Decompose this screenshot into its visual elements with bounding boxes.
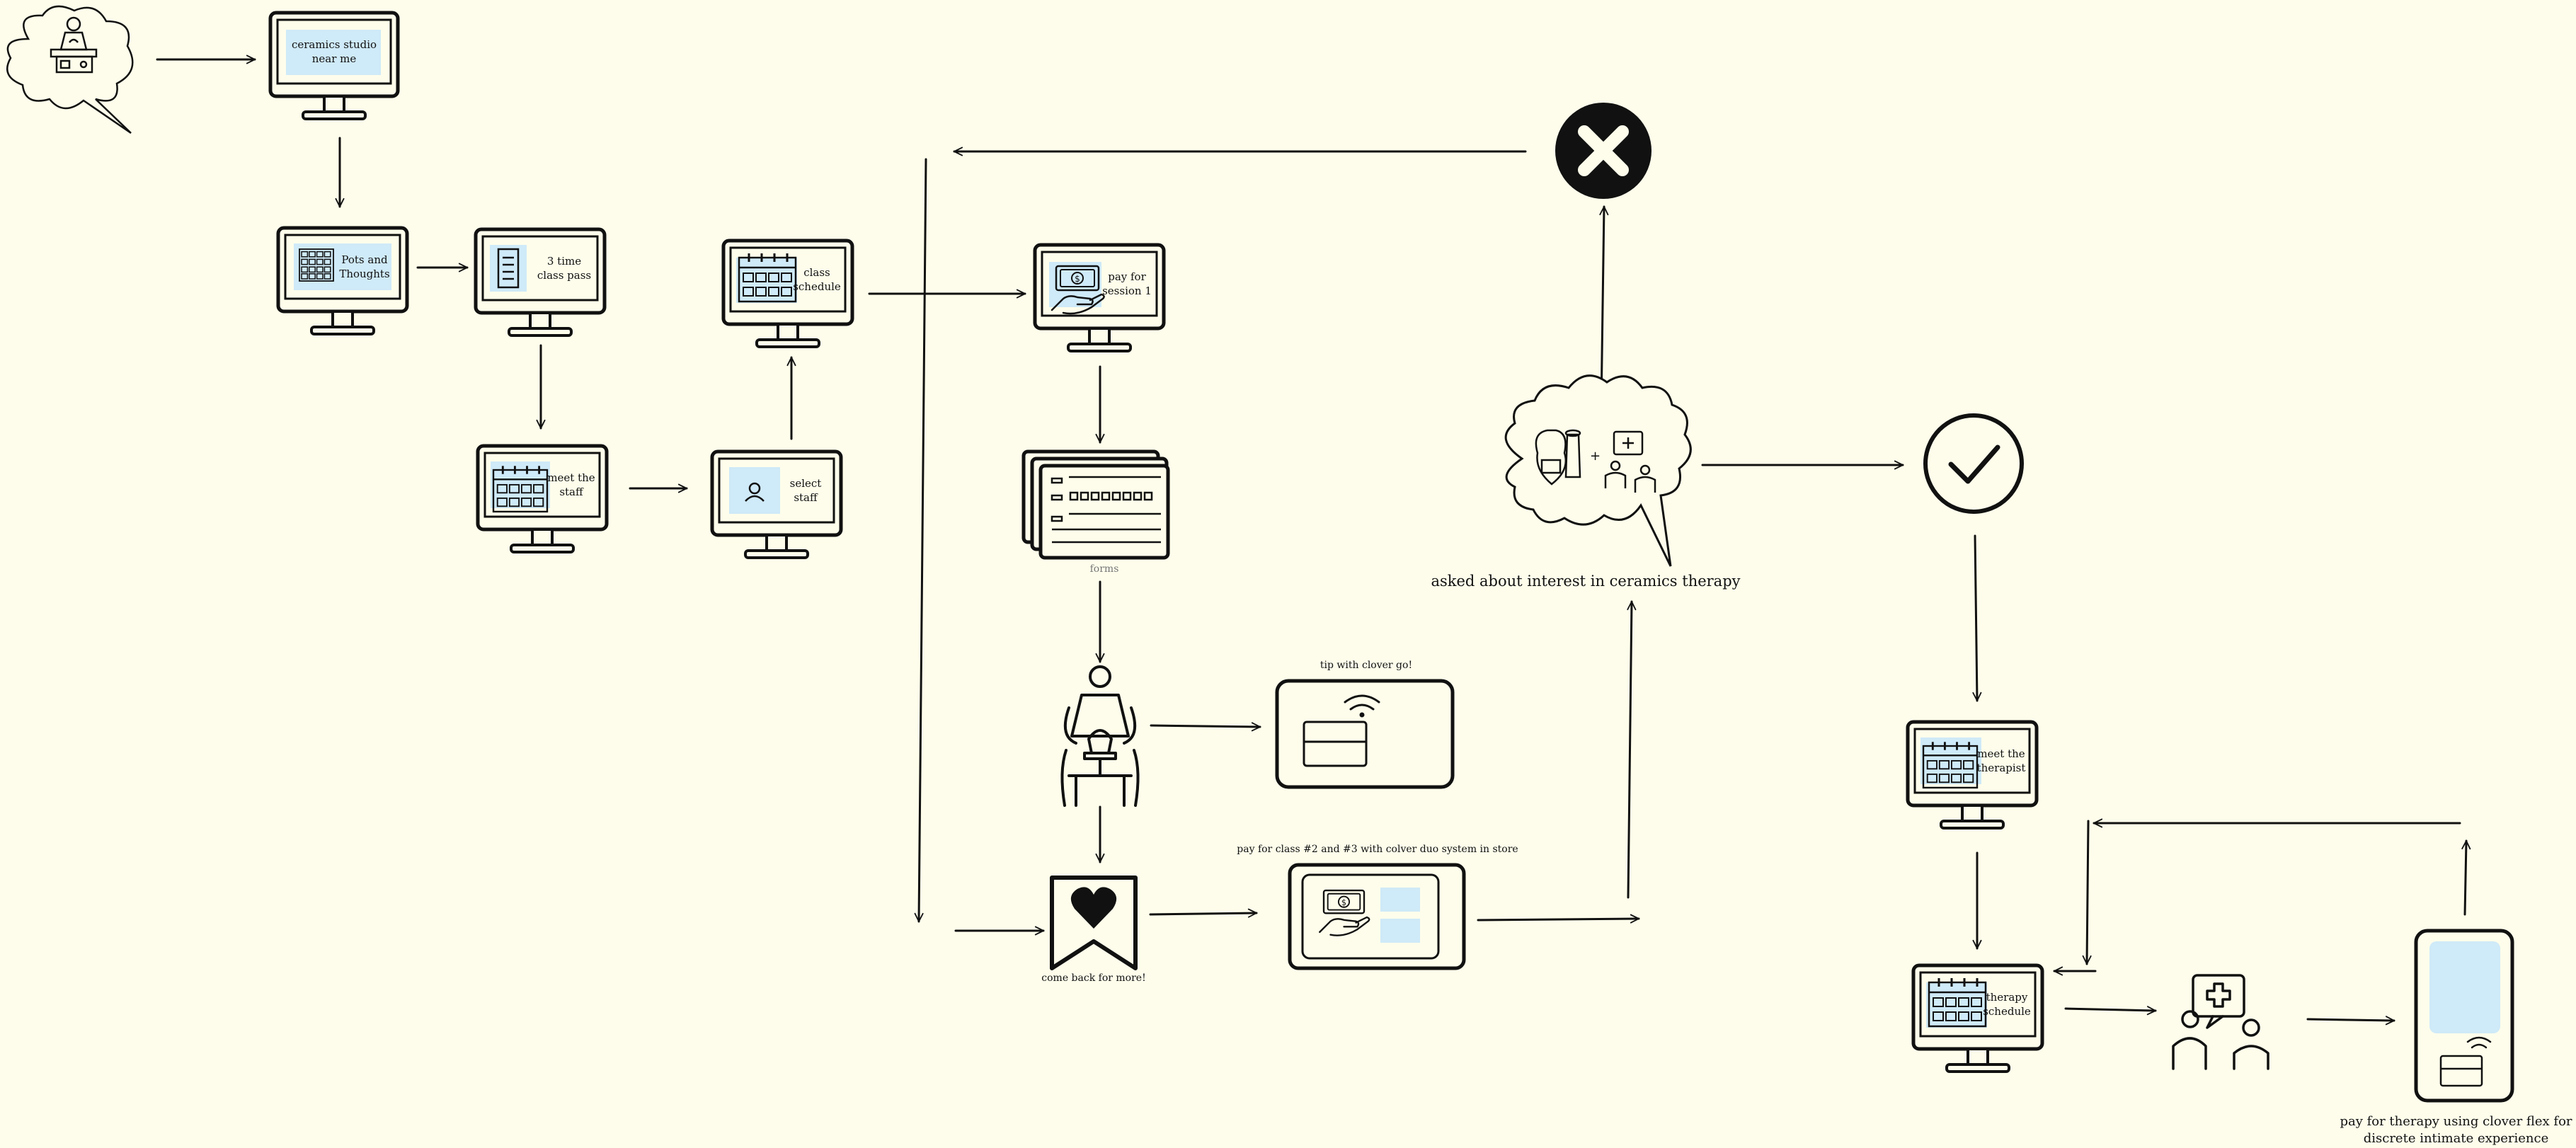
monitor-pass-line1: 3 time <box>547 255 581 268</box>
thought-bubble-potter-icon <box>6 5 134 134</box>
monitor-therapy-schedule: therapy schedule <box>1911 963 2044 1073</box>
monitor-pass-line2: class pass <box>537 269 591 282</box>
arrow-thought-to-reject <box>1599 205 1609 408</box>
monitor-therapy-schedule-line2: schedule <box>1983 1005 2031 1018</box>
svg-text:+: + <box>1590 449 1601 464</box>
clover-go-card-reader-icon <box>1275 679 1455 789</box>
arrow-loop-down <box>914 158 927 923</box>
monitor-therapy-schedule-line1: therapy <box>1986 991 2028 1004</box>
clover-duo-register-icon <box>1288 863 1466 970</box>
monitor-class-pass: 3 time class pass <box>474 227 607 337</box>
pay-duo-label: pay for class #2 and #3 with colver duo … <box>1237 844 1518 855</box>
monitor-staff-line1: meet the <box>547 471 595 484</box>
pay-flex-label-line1: pay for therapy using clover flex for <box>2340 1114 2572 1129</box>
x-circle-icon <box>1555 103 1651 199</box>
arrow-down-to-schedule <box>2082 820 2092 965</box>
arrow-therapy-schedule-to-session <box>2064 1006 2157 1016</box>
heart-bookmark-icon <box>1050 876 1138 970</box>
arrow-accept-to-therapist <box>1972 534 1982 702</box>
monitor-pay-line2: session 1 <box>1102 285 1152 297</box>
monitor-class-schedule: class schedule <box>721 239 854 348</box>
monitor-pots-and-thoughts: Pots and Thoughts <box>276 226 409 335</box>
monitor-pots-line2: Thoughts <box>339 268 389 280</box>
monitor-search-line2: near me <box>312 52 357 65</box>
arrow-potter-to-tip <box>1150 722 1261 732</box>
monitor-schedule-line2: schedule <box>793 280 841 293</box>
flow-arrows <box>156 54 2471 1026</box>
thought-bubble-therapy-icon: + <box>1504 374 1692 567</box>
monitor-select-staff: select staff <box>710 449 843 559</box>
monitor-select-line2: staff <box>794 491 818 504</box>
person-icon <box>745 482 765 502</box>
check-circle-icon <box>1923 413 2024 514</box>
monitor-meet-staff: meet the staff <box>476 444 609 553</box>
come-back-label: come back for more! <box>1041 972 1146 984</box>
arrow-flex-up <box>2461 839 2471 916</box>
receipt-icon <box>497 248 520 289</box>
forms-stack-icon <box>1021 449 1170 560</box>
monitor-meet-therapist: meet the therapist <box>1906 720 2039 830</box>
tip-label: tip with clover go! <box>1320 660 1413 671</box>
arrow-session-to-flex <box>2306 1016 2395 1026</box>
store-calendar-icon <box>299 248 334 282</box>
arrow-up-to-asked <box>1627 600 1637 899</box>
monitor-pay-session: pay for session 1 <box>1033 243 1166 352</box>
monitor-therapist-line2: therapist <box>1977 762 2026 774</box>
pay-flex-label-line2: discrete intimate experience <box>2363 1131 2549 1146</box>
forms-label: forms <box>1089 563 1119 575</box>
asked-label: asked about interest in ceramics therapy <box>1431 573 1741 590</box>
monitor-staff-line2: staff <box>559 486 584 498</box>
monitor-pots-line1: Pots and <box>341 253 388 266</box>
therapy-session-icon <box>2172 974 2269 1070</box>
monitor-search-line1: ceramics studio <box>292 38 377 51</box>
monitor-search: ceramics studio near me <box>268 11 400 120</box>
monitor-select-line1: select <box>790 477 822 490</box>
monitor-therapist-line1: meet the <box>1977 747 2025 760</box>
potter-at-wheel-icon <box>1060 665 1140 807</box>
monitor-schedule-line1: class <box>803 266 830 279</box>
arrow-duo-to-right <box>1477 914 1640 924</box>
arrow-comeback-to-duo <box>1149 908 1258 918</box>
clover-flex-device-icon <box>2414 929 2514 1103</box>
monitor-pay-line1: pay for <box>1108 270 1146 283</box>
